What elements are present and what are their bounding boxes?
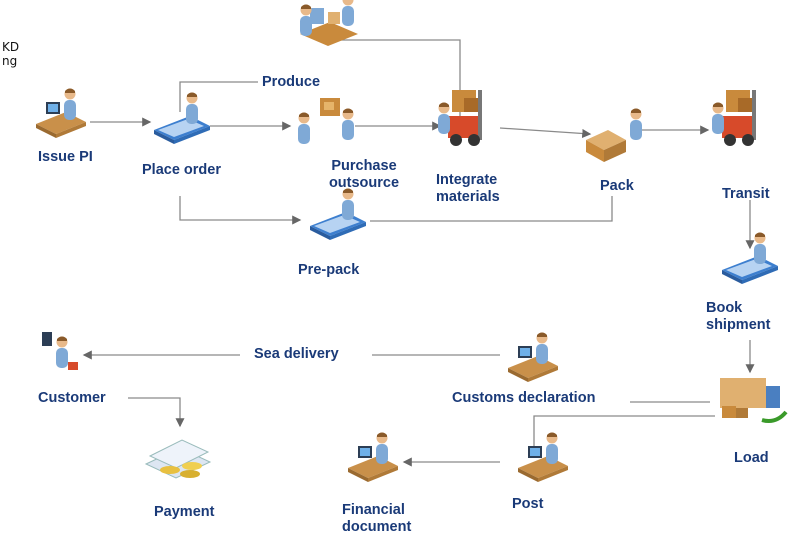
label-sea-delivery: Sea delivery — [254, 346, 339, 362]
label-financial-document: Financial document — [342, 502, 411, 536]
connector-integrate-to-pack — [499, 127, 592, 139]
person-at-computer-icon — [518, 433, 568, 483]
label-purchase-outsource: Purchase outsource — [318, 158, 410, 192]
label-transit: Transit — [722, 186, 770, 202]
label-integrate-materials: Integrate materials — [436, 172, 500, 206]
label-purchase-outsource-line-2: outsource — [328, 175, 400, 191]
factory-workers-icon — [300, 0, 358, 46]
person-at-computer-icon — [348, 433, 398, 483]
label-book-shipment-line-1: Book — [706, 300, 743, 316]
label-load: Load — [734, 450, 769, 466]
person-at-desk-icon — [154, 93, 210, 145]
corner-fragment-line-2: ng — [2, 54, 18, 68]
label-purchase-outsource-line-1: Purchase — [331, 158, 397, 174]
label-place-order: Place order — [142, 162, 221, 178]
forklift-with-boxes-icon — [438, 90, 482, 146]
connector-load-to-post — [533, 415, 715, 448]
connector-order-to-prepack — [179, 196, 302, 225]
label-customs-declaration: Customs declaration — [452, 390, 596, 406]
label-pre-pack: Pre-pack — [298, 262, 360, 278]
label-book-shipment-line-2: shipment — [706, 317, 771, 333]
person-packing-box-icon — [586, 108, 642, 162]
corner-fragment-line-1: KD — [2, 40, 20, 54]
label-integrate-materials-line-1: Integrate — [436, 172, 498, 188]
label-pack: Pack — [600, 178, 634, 194]
label-post: Post — [512, 496, 544, 512]
label-book-shipment: Book shipment — [706, 300, 770, 334]
label-financial-document-line-2: document — [342, 519, 412, 535]
person-at-computer-icon — [508, 333, 558, 383]
label-payment: Payment — [154, 504, 215, 520]
forklift-with-boxes-icon — [712, 90, 756, 146]
label-integrate-materials-line-2: materials — [436, 189, 500, 205]
person-at-desk-icon — [310, 189, 366, 241]
label-customer: Customer — [38, 390, 106, 406]
connector-prepack-to-pack — [370, 196, 613, 222]
person-at-computer-icon — [36, 89, 86, 139]
person-with-phone-icon — [42, 332, 78, 370]
label-financial-document-line-1: Financial — [342, 502, 405, 518]
coins-and-documents-icon — [144, 439, 212, 479]
label-produce: Produce — [262, 74, 321, 90]
connector-customer-to-payment — [128, 397, 185, 428]
people-exchanging-box-icon — [298, 98, 354, 144]
label-issue-pi: Issue PI — [38, 149, 93, 165]
truck-with-boxes-icon — [720, 378, 788, 423]
connector-order-to-produce — [179, 81, 258, 112]
